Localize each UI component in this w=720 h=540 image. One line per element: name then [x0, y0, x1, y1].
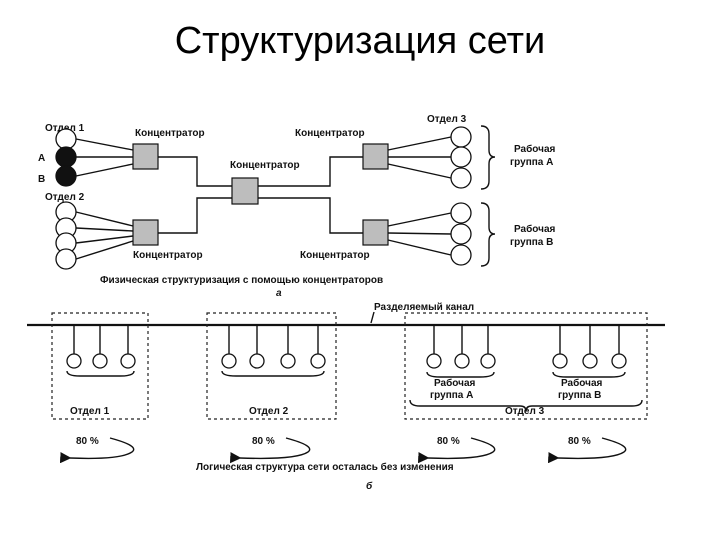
group-b-workstation — [611, 353, 627, 369]
dept1-workstation — [55, 128, 77, 150]
dept2-box — [206, 312, 337, 420]
group-b-workstation — [552, 353, 568, 369]
top-caption: Физическая структуризация с помощью конц… — [100, 275, 383, 286]
hub3 — [362, 143, 389, 170]
physical-structure-diagram: Отдел 1 A B Концентратор Отдел 2 Концент… — [38, 114, 556, 299]
node-a-label: A — [38, 153, 45, 164]
group-b-workstation — [450, 223, 472, 245]
node-b-workstation — [55, 165, 77, 187]
group-b-workstation — [450, 202, 472, 224]
slide-title: Структуризация сети — [174, 20, 546, 62]
shared-channel-label: Разделяемый канал — [374, 302, 474, 313]
top-group-a-line2: группа А — [510, 157, 553, 168]
top-group-b-line2: группа В — [510, 237, 553, 248]
group-a-workstation — [450, 167, 472, 189]
dept2-workstation — [55, 248, 77, 270]
dept3-label: Отдел 3 — [427, 114, 467, 125]
bottom-group-a-line1: Рабочая — [434, 377, 476, 389]
traffic-label: 80 % — [76, 436, 99, 447]
node-b-label: B — [38, 174, 45, 185]
bottom-dept2-label: Отдел 2 — [249, 406, 289, 417]
hub3-label: Концентратор — [295, 128, 365, 139]
top-group-b-line1: Рабочая — [514, 223, 556, 235]
bottom-caption-letter: б — [366, 480, 373, 492]
dept1-workstation — [92, 353, 108, 369]
logical-structure-diagram: Разделяемый канал Отдел 1 Отдел 2 — [27, 302, 665, 492]
group-a-workstation — [450, 126, 472, 148]
hub1-label: Концентратор — [135, 128, 205, 139]
hub2-label: Концентратор — [133, 250, 203, 261]
dept1-box — [51, 312, 149, 420]
hub1 — [132, 143, 159, 170]
bottom-caption: Логическая структура сети осталась без и… — [196, 461, 454, 473]
traffic-arrow-dept2: 80 % — [230, 436, 311, 464]
group-a-workstation — [426, 353, 442, 369]
dept2-workstation — [280, 353, 296, 369]
dept1-workstation — [120, 353, 136, 369]
hub2 — [132, 219, 159, 246]
bottom-dept3-label: Отдел 3 — [505, 406, 545, 417]
dept3-box — [404, 312, 648, 420]
group-a-workstation — [450, 146, 472, 168]
traffic-arrow-dept1: 80 % — [59, 436, 135, 464]
central-hub-label: Концентратор — [230, 160, 300, 171]
traffic-arrow-group-a: 80 % — [417, 436, 496, 464]
traffic-label: 80 % — [252, 436, 275, 447]
group-b-workstation — [450, 244, 472, 266]
traffic-arrow-group-b: 80 % — [547, 436, 627, 464]
central-hub — [231, 177, 259, 205]
group-a-workstation — [454, 353, 470, 369]
dept2-workstation — [310, 353, 326, 369]
group-b-workstation — [582, 353, 598, 369]
top-group-a-line1: Рабочая — [514, 143, 556, 155]
hub4-label: Концентратор — [300, 250, 370, 261]
group-a-workstation — [480, 353, 496, 369]
bottom-dept1-label: Отдел 1 — [70, 406, 110, 417]
group-a-brace — [480, 125, 496, 190]
bottom-group-b-line1: Рабочая — [561, 377, 603, 389]
traffic-label: 80 % — [568, 436, 591, 447]
group-b-brace — [480, 202, 496, 267]
node-a-workstation — [55, 146, 77, 168]
dept2-label: Отдел 2 — [45, 192, 85, 203]
dept2-workstation — [221, 353, 237, 369]
traffic-label: 80 % — [437, 436, 460, 447]
bottom-group-b-line2: группа В — [558, 390, 601, 401]
bottom-group-a-line2: группа А — [430, 390, 473, 401]
hub4 — [362, 219, 389, 246]
dept2-workstation — [249, 353, 265, 369]
top-caption-letter: а — [276, 288, 282, 299]
dept1-workstation — [66, 353, 82, 369]
